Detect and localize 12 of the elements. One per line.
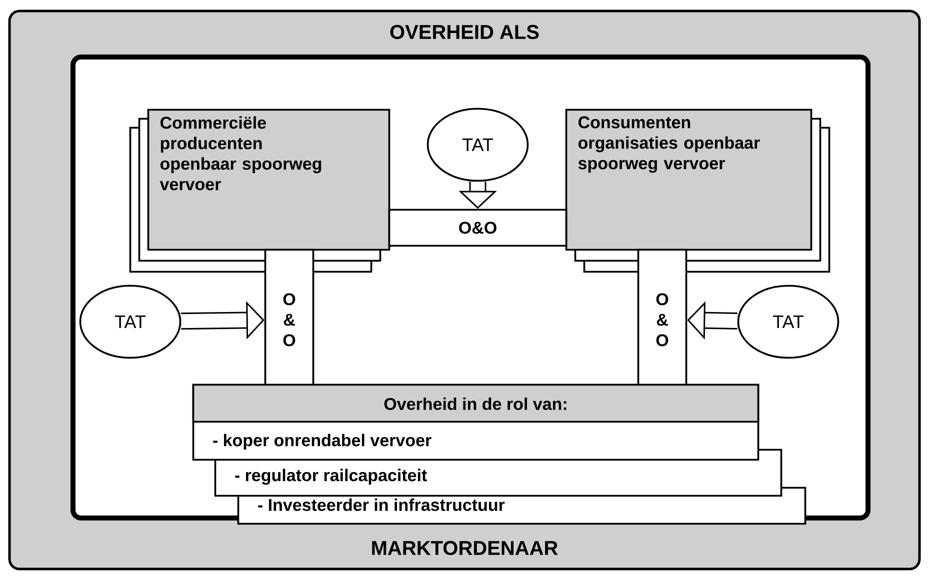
connector-bar: O&O <box>388 208 568 247</box>
speech-bubble: TAT <box>79 284 182 359</box>
stacked-box: Commerciële producenten openbaar spoorweg vervoer <box>129 108 390 273</box>
stacked-box: Consumenten organisaties openbaar spoorweg vervoer <box>565 108 830 273</box>
speech-bubble: TAT <box>737 284 840 359</box>
speech-bubble: TAT <box>426 108 529 182</box>
node-label: Consumenten <box>578 116 690 128</box>
heading: MARKTORDENAAR <box>372 540 558 556</box>
connector-bar: O & O <box>637 248 688 391</box>
node-label: Commerciële <box>160 116 266 129</box>
heading: OVERHEID ALS <box>390 24 539 40</box>
connector-bar: O & O <box>264 248 314 391</box>
